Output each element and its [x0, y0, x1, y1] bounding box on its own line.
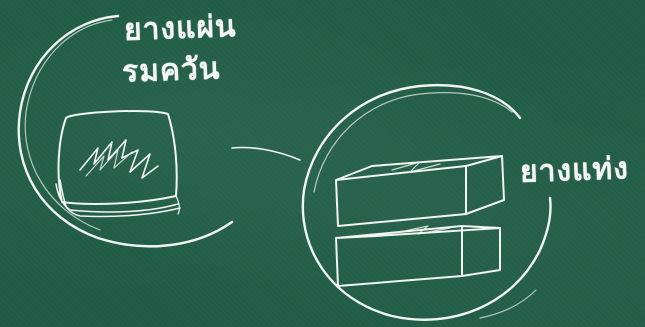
rubber-block-top-icon [336, 156, 504, 226]
label-block-rubber: ยางแท่ง [519, 152, 629, 190]
label-ribbed-smoked-sheet-line1: ยางแผ่น [123, 10, 237, 48]
label-ribbed-smoked-sheet-line2: รมควัน [121, 52, 220, 89]
block-circle [303, 85, 551, 320]
rubber-block-bottom-icon [336, 226, 500, 286]
rubber-sheet-stack-icon [56, 111, 180, 216]
connector-line [232, 148, 300, 161]
